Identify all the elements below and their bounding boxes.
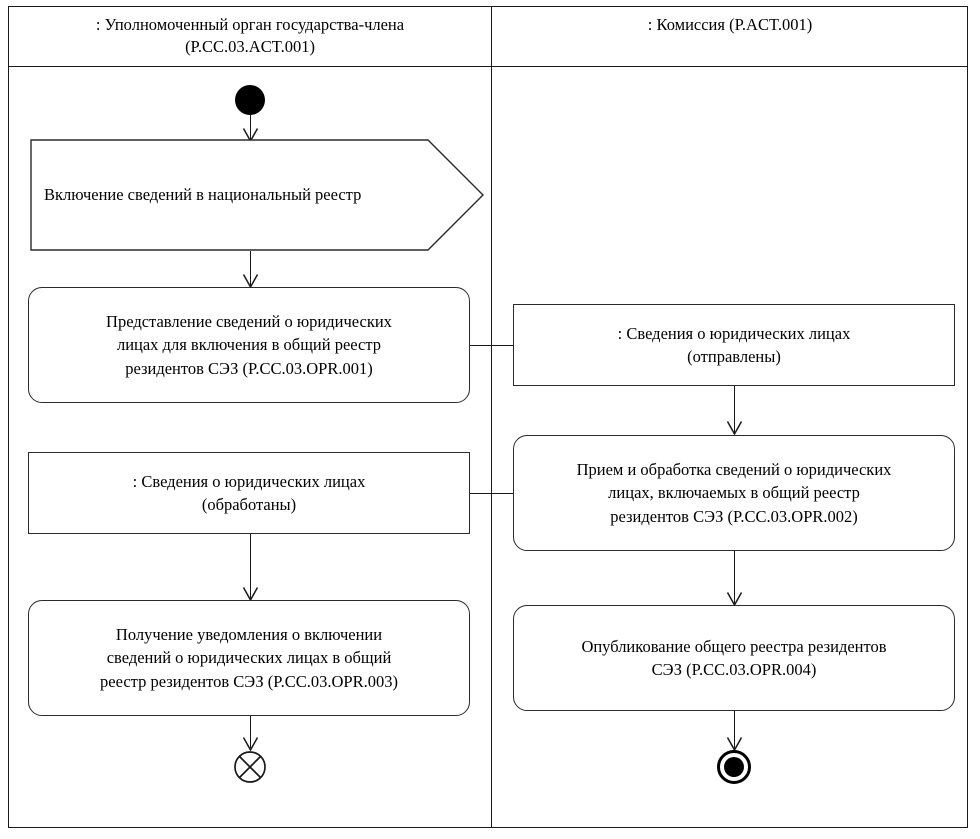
swimlane-title-line-1: : Уполномоченный орган государства-члена [95, 15, 405, 34]
activity-label-line-2: СЭЗ (P.CC.03.OPR.004) [651, 660, 817, 679]
object-node-processed[interactable]: : Сведения о юридических лицах (обработа… [28, 452, 470, 534]
activity-node-opr004[interactable]: Опубликование общего реестра резидентов … [513, 605, 955, 711]
activity-label-line-1: Опубликование общего реестра резидентов [581, 636, 887, 656]
activity-label-line-1: Получение уведомления о включении [115, 624, 383, 644]
swimlane-title-line-1: : Комиссия (P.ACT.001) [647, 15, 813, 34]
flow-object-sent-to-opr002 [734, 386, 735, 433]
activity-node-opr002[interactable]: Прием и обработка сведений о юридических… [513, 435, 955, 551]
flow-object-processed-to-opr003 [250, 534, 251, 599]
swimlane-header-member-state-authority: : Уполномоченный орган государства-члена… [10, 14, 490, 58]
activity-label-line-1: Прием и обработка сведений о юридических [576, 459, 892, 479]
swimlane-divider [491, 6, 492, 828]
activity-label-line-2: лицах для включения в общий реестр [116, 335, 381, 355]
flow-final-node [233, 750, 267, 784]
object-node-label-line-2: (отправлены) [687, 347, 781, 366]
object-node-label-line-1: : Сведения о юридических лицах [132, 471, 366, 491]
activity-label-line-3: резидентов СЭЗ (P.CC.03.OPR.002) [610, 506, 858, 526]
swimlane-title-line-2: (P.CC.03.ACT.001) [185, 36, 315, 56]
flow-opr001-to-object-sent [470, 345, 513, 346]
object-node-label-line-2: (обработаны) [201, 495, 297, 514]
signal-receipt-label: Включение сведений в национальный реестр [44, 185, 362, 204]
activity-label-line-2: сведений о юридических лицах в общий [106, 648, 392, 668]
activity-label-line-3: реестр резидентов СЭЗ (P.CC.03.OPR.003) [100, 671, 398, 691]
flow-opr002-to-object-processed [470, 493, 513, 494]
activity-final-node [717, 750, 751, 784]
object-node-label-line-1: : Сведения о юридических лицах [617, 323, 851, 343]
flow-opr004-to-activity-final [734, 711, 735, 748]
flow-opr002-to-opr004 [734, 551, 735, 604]
activity-node-opr003[interactable]: Получение уведомления о включении сведен… [28, 600, 470, 716]
signal-receipt-node[interactable]: Включение сведений в национальный реестр [30, 139, 485, 251]
swimlane-header-commission: : Комиссия (P.ACT.001) [493, 14, 967, 36]
flow-opr003-to-flow-final [250, 716, 251, 748]
activity-label-line-2: лицах, включаемых в общий реестр [608, 483, 860, 503]
object-node-sent[interactable]: : Сведения о юридических лицах (отправле… [513, 304, 955, 386]
flow-start-to-signal [250, 115, 251, 140]
initial-node [235, 85, 265, 115]
swimlane-frame [8, 6, 968, 828]
swimlane-header-rule [8, 66, 968, 67]
activity-node-opr001[interactable]: Представление сведений о юридических лиц… [28, 287, 470, 403]
flow-signal-to-opr001 [250, 251, 251, 286]
activity-label-line-3: резидентов СЭЗ (P.CC.03.OPR.001) [125, 358, 373, 378]
activity-label-line-1: Представление сведений о юридических [106, 311, 392, 331]
